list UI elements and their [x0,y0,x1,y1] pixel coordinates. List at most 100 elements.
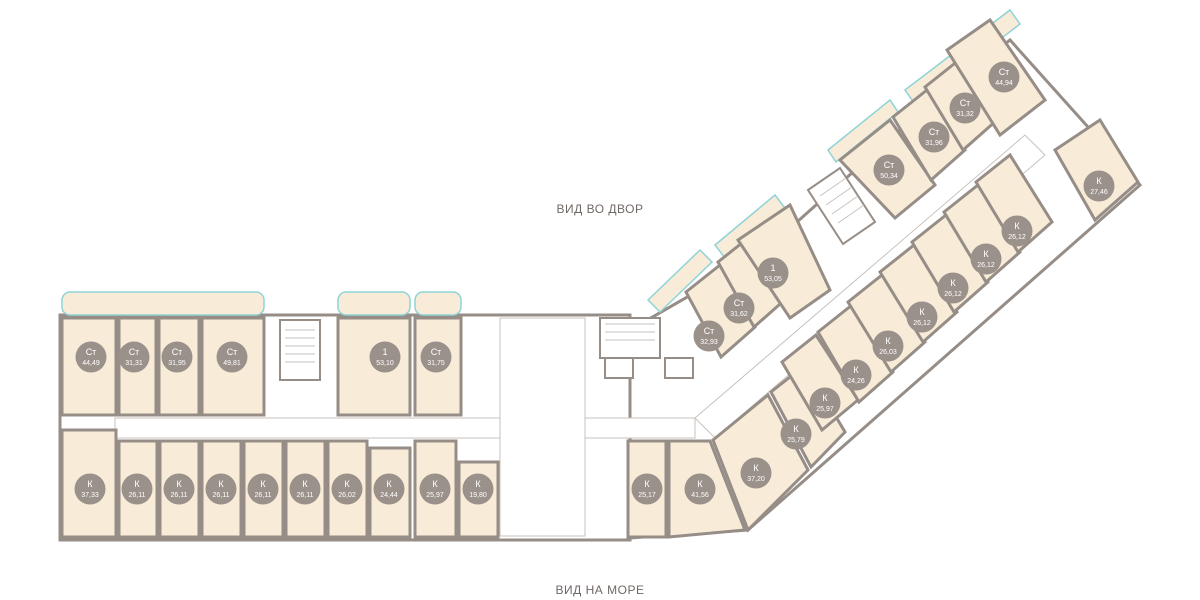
apartment-badge[interactable]: К25,17 [631,473,663,505]
apartment-badge-circle [872,330,904,362]
apartment-area-label: 26,11 [255,492,272,499]
apartment-area-label: 44,94 [995,80,1013,87]
apartment-type-label: К [218,479,224,489]
apartment-area-label: 31,32 [956,111,974,118]
apartment-badge-circle [216,341,248,373]
apartment-area-label: 25,79 [787,437,805,444]
apartment-badge-circle [118,341,150,373]
apartment-type-label: Ст [960,98,971,108]
apartment-type-label: Ст [999,67,1010,77]
apartment-type-label: Ст [734,298,745,308]
apartment-badge-circle [331,473,363,505]
apartment-area-label: 41,56 [691,492,709,499]
apartment-badge[interactable]: К 27,46 [1083,170,1115,202]
apartment-type-label: К [919,307,925,317]
apartment-badge-circle [369,341,401,373]
apartment-badge[interactable]: К 25,97 [419,473,451,505]
apartment-badge[interactable]: 153,10 [369,341,401,373]
apartment-badge[interactable]: К 26,12 [937,272,969,304]
apartment-type-label: К [344,479,350,489]
apartment-type-label: Ст [929,127,940,137]
apartment-badge[interactable]: К26,11 [121,473,153,505]
apartment-type-label: К [1096,176,1102,186]
apartment-badge[interactable]: К41,56 [684,473,716,505]
apartment-type-label: Ст [227,347,238,357]
apartment-badge[interactable]: К37,20 [740,457,772,489]
apartment-badge[interactable]: К25,97 [809,387,841,419]
apartment-badge-circle [684,473,716,505]
apartment-badge[interactable]: К 26,03 [872,330,904,362]
apartment-type-label: Ст [172,347,183,357]
apartment-area-label: 27,46 [1090,189,1108,196]
apartment-area-label: 24,26 [847,378,865,385]
apartment-room[interactable] [735,202,832,321]
apartment-badge-circle [809,387,841,419]
apartment-type-label: Ст [704,326,715,336]
apartment-badge-circle [780,418,812,450]
apartment-badge-circle [723,292,755,324]
apartment-badge[interactable]: К25,79 [780,418,812,450]
apartment-badge[interactable]: Ст 32,93 [693,320,725,352]
apartment-badge[interactable]: Ст 31,31 [118,341,150,373]
apartment-area-label: 37,33 [81,492,99,499]
apartment-badge[interactable]: К26,12 [906,301,938,333]
apartment-type-label: К [260,479,266,489]
apartment-area-label: 25,97 [426,492,444,499]
apartment-badge[interactable]: К19,80 [462,473,494,505]
apartment-badge[interactable]: К26,12 [970,243,1002,275]
sea-view-caption: ВИД НА МОРЕ [555,583,645,597]
apartment-badge-circle [873,154,905,186]
apartment-type-label: К [432,479,438,489]
apartment-area-label: 31,75 [427,360,445,367]
apartment-badge[interactable]: К37,33 [74,473,106,505]
apartment-badge[interactable]: К26,12 [1001,215,1033,247]
apartment-area-label: 32,93 [700,339,718,346]
apartment-badges: Ст44,49Ст31,31Ст31,95Ст49,81153,10Ст31,7… [74,61,1115,505]
apartment-area-label: 31,31 [125,360,143,367]
apartment-badge[interactable]: Ст 44,94 [988,61,1020,93]
apartment-badge[interactable]: К 26,11 [247,473,279,505]
apartment-badge[interactable]: К 26,11 [205,473,237,505]
apartment-type-label: К [822,393,828,403]
apartment-area-label: 26,11 [297,492,314,499]
apartment-badge[interactable]: К26,11 [289,473,321,505]
apartment-type-label: К [950,278,956,288]
stairwell [279,126,1120,381]
apartment-badge-circle [918,121,950,153]
apartment-type-label: Ст [129,347,140,357]
apartment-badge-circle [970,243,1002,275]
apartment-badge-circle [840,359,872,391]
apartment-badge[interactable]: К24,44 [373,473,405,505]
apartment-badge[interactable]: К26,02 [331,473,363,505]
apartment-type-label: К [475,479,481,489]
apartment-badge[interactable]: 153,05 [757,257,789,289]
apartment-badge[interactable]: Ст 31,32 [949,92,981,124]
apartment-badge[interactable]: К24,26 [840,359,872,391]
apartment-type-label: К [885,336,891,346]
apartment-badge-circle [419,473,451,505]
apartment-badge-circle [631,473,663,505]
apartment-type-label: К [644,479,650,489]
apartment-room[interactable] [1053,117,1140,223]
apartment-badge[interactable]: К26,11 [163,473,195,505]
apartment-area-label: 50,34 [880,173,898,180]
apartment-badge-circle [373,473,405,505]
apartment-badge-circle [205,473,237,505]
apartment-badge-circle [1083,170,1115,202]
apartment-badge-circle [757,257,789,289]
apartment-area-label: 26,11 [213,492,230,499]
apartment-area-label: 26,12 [944,291,962,298]
apartment-badge[interactable]: Ст 31,96 [918,121,950,153]
apartment-type-label: 1 [382,347,387,357]
apartment-badge-circle [740,457,772,489]
apartment-area-label: 26,03 [879,349,897,356]
apartment-badge-circle [420,341,452,373]
apartment-area-label: 31,96 [925,140,943,147]
